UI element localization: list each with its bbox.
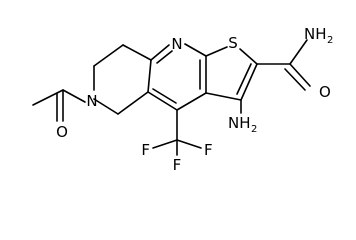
- bond-c4a-c5: [117, 91, 149, 115]
- bond-amide-c-o: [289, 63, 311, 87]
- atom-nh2-amino-main: NH: [228, 114, 251, 132]
- bond-amide-c-nh2: [289, 39, 308, 65]
- bond-n6-acetyl-c: [62, 89, 86, 103]
- atom-nh2-amino: NH 2: [228, 114, 257, 135]
- atom-label-layer: N S N O O NH 2 NH 2 F F F: [56, 25, 333, 174]
- bond-s-c2: [239, 48, 258, 65]
- bond-c5-n6: [93, 98, 119, 115]
- bond-c8a-n1: [150, 44, 170, 61]
- atom-n-acetyl: N: [86, 92, 97, 110]
- atom-nh2-amide-main: NH: [304, 25, 327, 43]
- bond-cf3-f-right: [176, 139, 202, 149]
- molecule-structure: N S N O O NH 2 NH 2 F F F: [32, 25, 333, 174]
- bond-cf3-f-left: [152, 139, 178, 149]
- bond-c3-c3a: [205, 92, 242, 101]
- atom-n-pyridine: N: [171, 35, 182, 53]
- atom-o-acetyl: O: [56, 123, 68, 141]
- atom-nh2-amide: NH 2: [304, 25, 333, 46]
- bond-c3a-c4: [176, 92, 207, 111]
- atom-s-thiophene: S: [228, 34, 238, 52]
- bond-amide-c-o-double: [284, 68, 306, 91]
- bond-c4-c4a-double: [152, 88, 177, 104]
- bond-c8-c8a: [122, 44, 152, 61]
- bond-c9a-s: [205, 46, 228, 57]
- bond-c4-c4a: [147, 91, 178, 111]
- atom-nh2-amino-subscript: 2: [251, 124, 257, 135]
- bond-n1-c9a: [184, 43, 207, 57]
- bond-c7-c8: [93, 44, 124, 67]
- atom-o-amide: O: [319, 83, 331, 101]
- atom-f-bottom: F: [173, 156, 182, 174]
- atom-nh2-amide-subscript: 2: [327, 35, 333, 46]
- bond-c8a-n1-double: [156, 50, 173, 64]
- bond-layer: [32, 39, 311, 156]
- atom-f-right: F: [204, 141, 213, 159]
- bond-acetyl-methyl: [32, 89, 64, 106]
- bond-c4a-c8a: [147, 59, 152, 93]
- bond-c2-c3: [240, 63, 258, 101]
- bond-c2-c3-double: [236, 63, 252, 95]
- atom-f-left: F: [141, 141, 150, 159]
